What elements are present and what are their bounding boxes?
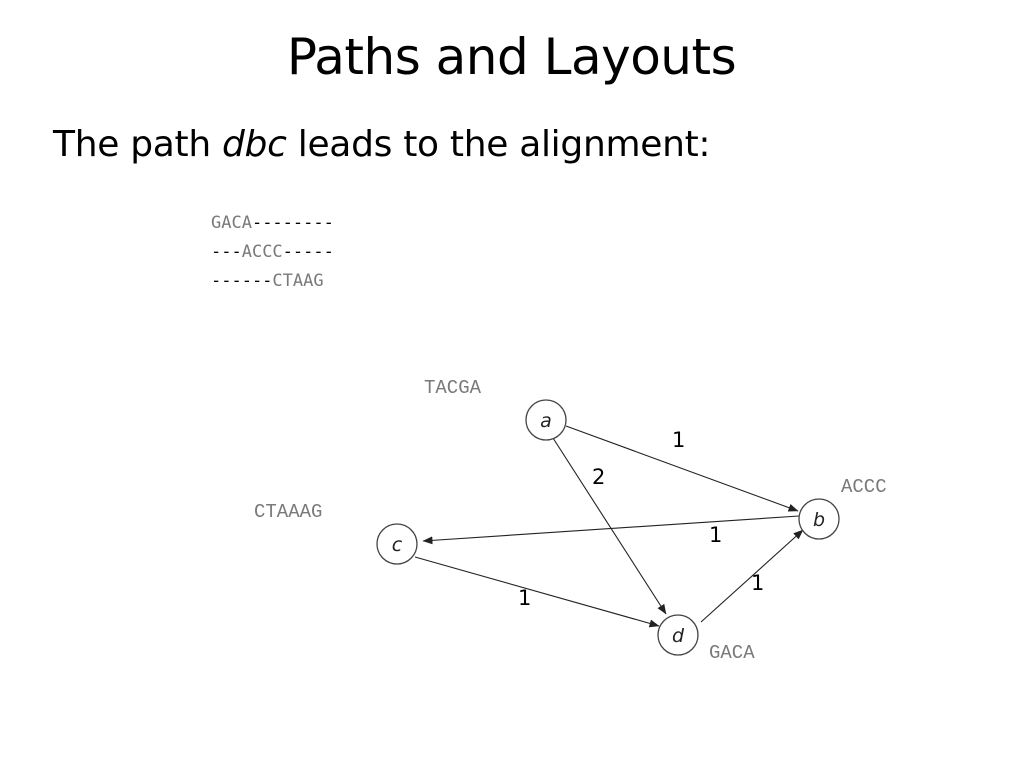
edge-weight-d-b: 1: [751, 571, 764, 595]
edge-weight-a-d: 2: [592, 465, 605, 489]
alignment-sequence: CTAAG: [272, 271, 324, 291]
edge-weight-b-c: 1: [709, 523, 722, 547]
edge-a-to-b: [565, 425, 799, 512]
node-c-label: c: [392, 534, 403, 556]
edge-a-to-d: [552, 437, 667, 615]
slide-subtitle: The path dbc leads to the alignment:: [53, 124, 711, 165]
edge-weight-c-d: 1: [518, 586, 531, 610]
node-c-sequence: CTAAAG: [254, 501, 322, 523]
alignment-gap: ------: [211, 271, 273, 291]
alignment-sequence: GACA: [211, 213, 252, 233]
node-b-label: b: [813, 509, 825, 531]
alignment-block: GACA-------- ---ACCC----- ------CTAAG: [211, 209, 334, 296]
node-d-circle: [657, 614, 699, 656]
subtitle-path-name: dbc: [222, 124, 287, 165]
slide-title: Paths and Layouts: [286, 28, 737, 86]
alignment-sequence: ACCC: [241, 242, 283, 262]
node-a-label: a: [540, 410, 552, 432]
node-b-circle: [798, 498, 840, 540]
node-b-sequence: ACCC: [841, 476, 887, 498]
edge-weight-a-b: 1: [672, 428, 685, 452]
subtitle-text-after: leads to the alignment:: [286, 124, 711, 165]
node-d-label: d: [672, 625, 685, 647]
alignment-row-3: ------CTAAG: [211, 267, 334, 296]
alignment-gap: -----: [282, 242, 334, 262]
alignment-gap: --------: [251, 213, 334, 233]
node-a-circle: [525, 399, 567, 441]
node-a-sequence: TACGA: [424, 377, 482, 399]
node-c-circle: [376, 523, 418, 565]
alignment-gap: ---: [211, 242, 242, 262]
subtitle-text-before: The path: [53, 124, 222, 165]
alignment-row-1: GACA--------: [211, 209, 334, 238]
edge-d-to-b: [700, 529, 804, 623]
alignment-row-2: ---ACCC-----: [211, 238, 334, 267]
edge-b-to-c: [422, 515, 800, 545]
node-d-sequence: GACA: [709, 642, 755, 664]
edge-c-to-d: [414, 556, 660, 628]
